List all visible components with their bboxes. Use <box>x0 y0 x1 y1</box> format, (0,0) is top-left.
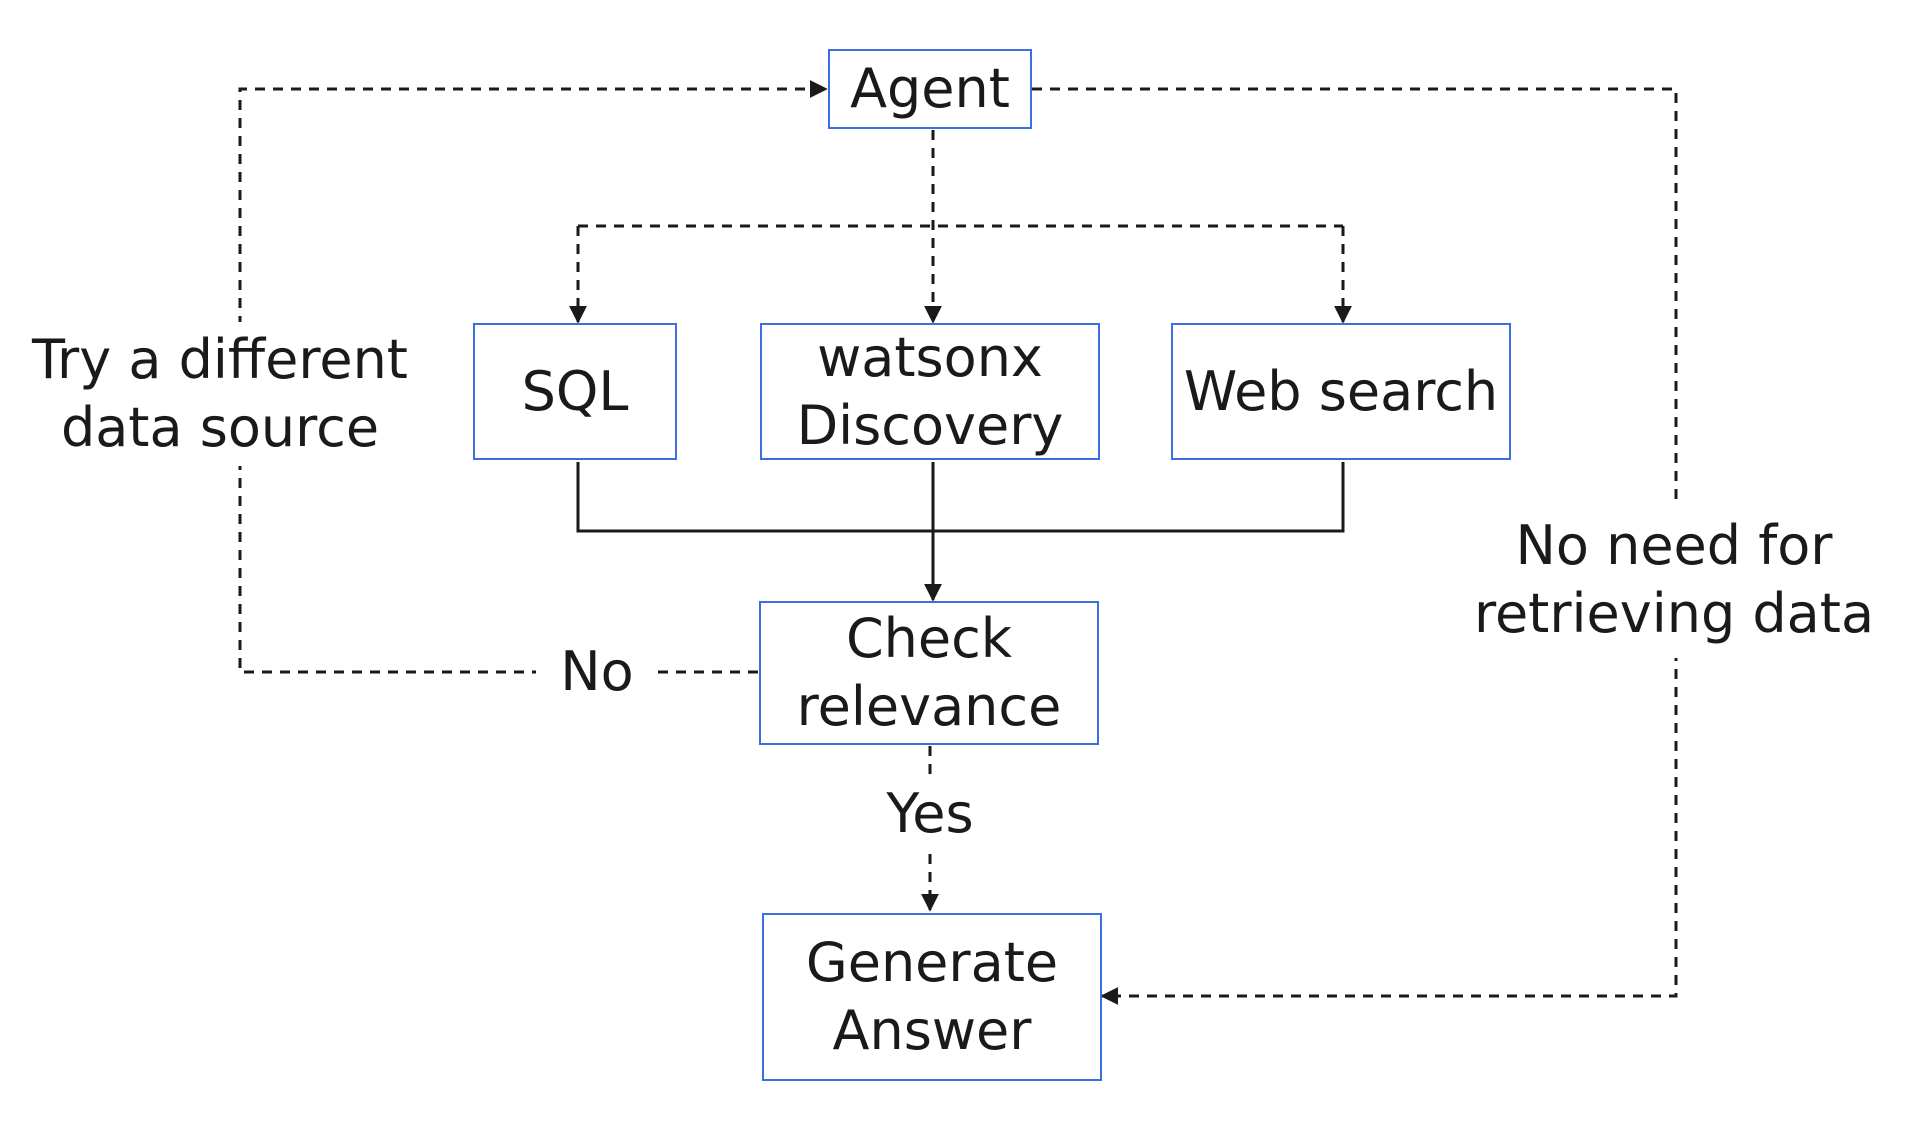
node-generate-answer-label-line2: Answer <box>832 999 1032 1062</box>
edge-label-no-need-for-retrieving-data: No need for retrieving data <box>1472 502 1876 658</box>
node-sql: SQL <box>473 323 677 460</box>
edge-label-no: No <box>536 638 658 706</box>
node-agent: Agent <box>828 49 1032 129</box>
node-check-relevance-label-line1: Check <box>845 607 1013 670</box>
node-agent-label: Agent <box>850 57 1010 120</box>
edge-label-yes-text: Yes <box>886 782 974 845</box>
edge-label-no-text: No <box>560 640 634 703</box>
edge-label-no-need-line2: retrieving data <box>1473 582 1875 645</box>
node-check-relevance: Check relevance <box>759 601 1099 745</box>
edge-agent-to-generate <box>1032 87 1678 1005</box>
node-generate-answer-label-line1: Generate <box>805 931 1059 994</box>
edge-label-try-different-source-line2: data source <box>60 396 380 459</box>
edge-label-try-different-source-line1: Try a different <box>32 328 408 391</box>
edge-label-try-different-source: Try a different data source <box>28 322 412 466</box>
node-web-search-label: Web search <box>1183 359 1499 423</box>
edge-label-no-need-line1: No need for <box>1515 514 1833 577</box>
node-watsonx-discovery-label-line1: watsonx <box>817 325 1043 389</box>
node-watsonx-discovery: watsonx Discovery <box>760 323 1100 460</box>
node-generate-answer: Generate Answer <box>762 913 1102 1081</box>
node-web-search: Web search <box>1171 323 1511 460</box>
edge-sql-merge <box>576 462 1345 533</box>
edge-label-yes: Yes <box>868 780 992 848</box>
node-watsonx-discovery-label-line2: Discovery <box>796 393 1064 457</box>
node-check-relevance-label-line2: relevance <box>796 675 1062 738</box>
edge-check-back-to-agent <box>238 80 828 674</box>
node-sql-label: SQL <box>521 359 629 423</box>
